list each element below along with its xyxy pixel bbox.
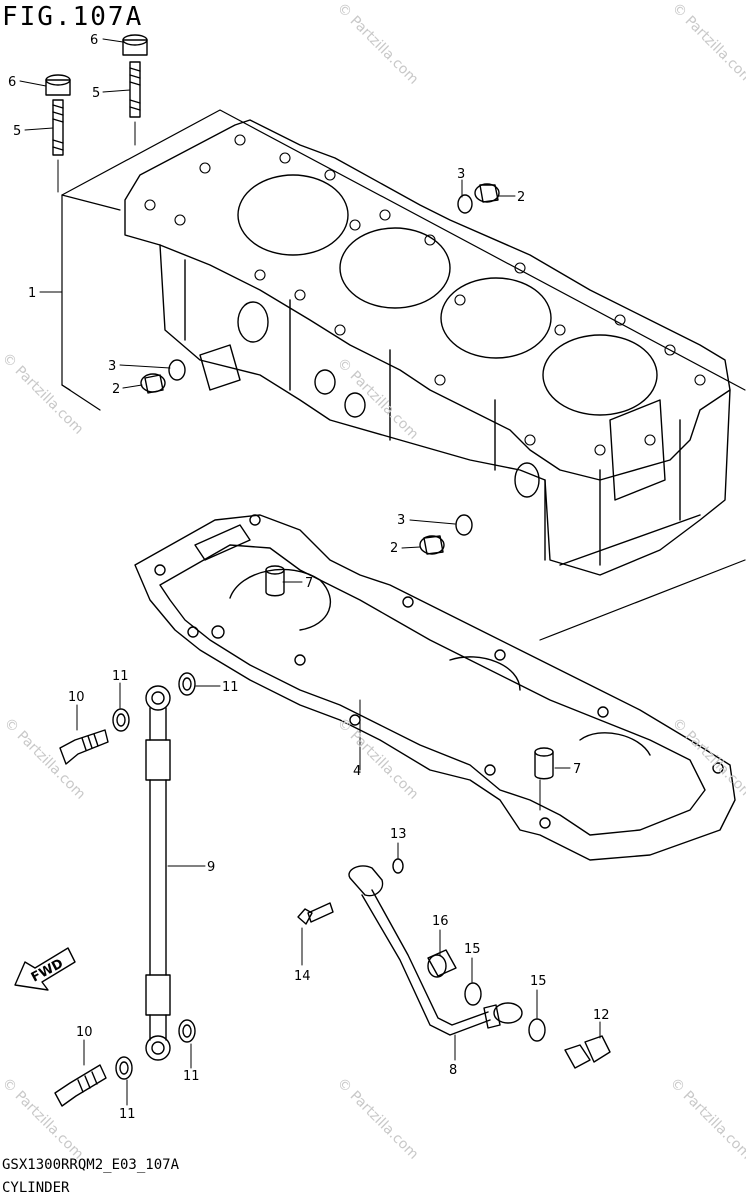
washer-15-a[interactable] [464, 982, 482, 1006]
assembly-box [61, 109, 746, 641]
bolt-14[interactable] [297, 902, 334, 925]
section-name: CYLINDER [2, 1180, 70, 1196]
washer-11-c[interactable] [115, 1056, 133, 1080]
washer-11-b[interactable] [178, 672, 196, 696]
deck-holes [144, 134, 706, 456]
callout-2-top: 2 [517, 190, 525, 205]
leader-lines [19, 38, 601, 1106]
washer-11-a[interactable] [112, 708, 130, 732]
plug-lower[interactable] [419, 535, 445, 555]
stud-right[interactable] [129, 61, 141, 118]
model-code: GSX1300RRQM2_E03_107A [2, 1157, 180, 1173]
callout-9: 9 [207, 860, 215, 875]
bore-2 [339, 227, 451, 309]
callout-11-b: 11 [222, 680, 239, 695]
union-bolt-upper[interactable] [59, 729, 109, 765]
callout-16: 16 [432, 914, 449, 929]
plug-left[interactable] [140, 373, 166, 394]
callout-14: 14 [294, 969, 311, 984]
callout-3-lower: 3 [397, 513, 405, 528]
callout-3-left: 3 [108, 359, 116, 374]
union-bolt-12[interactable] [564, 1035, 611, 1069]
nut-left[interactable] [45, 74, 71, 96]
union-bolt-lower[interactable] [54, 1064, 107, 1107]
callout-4: 4 [353, 764, 361, 779]
callout-11-a: 11 [112, 669, 129, 684]
callout-10-lower: 10 [76, 1025, 93, 1040]
callout-15-b: 15 [530, 974, 547, 989]
callout-6-left: 6 [8, 75, 16, 90]
figure-title: FIG.107A [2, 2, 144, 32]
callout-2-lower: 2 [390, 541, 398, 556]
callout-12: 12 [593, 1008, 610, 1023]
washer-13[interactable] [392, 858, 404, 874]
washer-11-d[interactable] [178, 1019, 196, 1043]
callout-11-c: 11 [119, 1107, 136, 1122]
o-ring-lower[interactable] [455, 514, 473, 536]
callout-13: 13 [390, 827, 407, 842]
callout-6-right: 6 [90, 33, 98, 48]
nut-right[interactable] [122, 34, 148, 56]
callout-7-lower: 7 [573, 762, 581, 777]
washer-15-b[interactable] [528, 1018, 546, 1042]
callout-1: 1 [28, 286, 36, 301]
callout-3-top: 3 [457, 167, 465, 182]
grommet-16[interactable] [427, 949, 457, 978]
callout-8: 8 [449, 1063, 457, 1078]
callout-15-a: 15 [464, 942, 481, 957]
fwd-arrow-icon: FWD [14, 947, 76, 991]
plug-top[interactable] [474, 183, 500, 203]
cylinder-gasket[interactable] [134, 514, 736, 861]
o-ring-top[interactable] [457, 194, 473, 214]
bore-1 [237, 174, 349, 256]
callout-labels: 1 6 6 5 5 3 2 3 2 3 2 7 7 4 9 10 11 11 1… [8, 33, 610, 1122]
bore-4 [542, 334, 658, 416]
cylinder-block[interactable] [124, 119, 731, 576]
callout-11-d: 11 [183, 1069, 200, 1084]
dowel-pin-lower[interactable] [534, 747, 554, 780]
callout-2-left: 2 [112, 382, 120, 397]
callout-10-upper: 10 [68, 690, 85, 705]
callout-5-left: 5 [13, 124, 21, 139]
oil-hose[interactable] [145, 685, 171, 1061]
oil-pipe[interactable] [348, 865, 523, 1036]
stud-left[interactable] [52, 99, 64, 156]
bore-3 [440, 277, 552, 359]
callout-5-right: 5 [92, 86, 100, 101]
o-ring-left[interactable] [168, 359, 186, 381]
callout-7-upper: 7 [305, 576, 313, 591]
dowel-pin-upper[interactable] [265, 565, 285, 597]
